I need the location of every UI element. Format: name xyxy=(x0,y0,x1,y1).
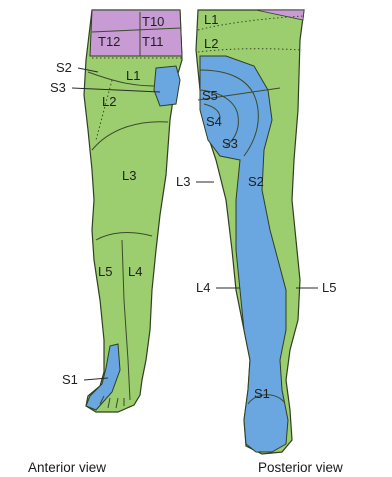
anterior-thoracic-region xyxy=(90,10,182,56)
anterior-label-t11: T11 xyxy=(142,34,163,49)
anterior-view-caption: Anterior view xyxy=(28,460,106,475)
posterior-label-l1: L1 xyxy=(204,12,218,27)
anterior-label-s3: S3 xyxy=(50,80,66,95)
anterior-label-l1: L1 xyxy=(126,68,140,83)
anterior-label-l5: L5 xyxy=(98,264,112,279)
posterior-label-l4: L4 xyxy=(196,280,210,295)
posterior-label-s5: S5 xyxy=(202,88,218,103)
anterior-label-l4: L4 xyxy=(128,264,142,279)
anterior-label-l3: L3 xyxy=(122,168,136,183)
anterior-label-l2: L2 xyxy=(102,94,116,109)
anterior-label-s1: S1 xyxy=(62,372,78,387)
anterior-genital-zone xyxy=(154,66,180,106)
posterior-label-l3: L3 xyxy=(176,174,190,189)
anterior-label-t10: T10 xyxy=(142,14,164,29)
anterior-label-s2: S2 xyxy=(56,60,72,75)
posterior-leg xyxy=(196,10,304,454)
anterior-label-t12: T12 xyxy=(98,34,120,49)
posterior-view-caption: Posterior view xyxy=(258,460,343,475)
posterior-label-s2: S2 xyxy=(248,174,264,189)
posterior-label-l2: L2 xyxy=(204,36,218,51)
posterior-label-s4: S4 xyxy=(206,114,222,129)
posterior-label-s1: S1 xyxy=(254,386,270,401)
posterior-label-s3: S3 xyxy=(222,136,238,151)
posterior-label-l5: L5 xyxy=(322,280,336,295)
